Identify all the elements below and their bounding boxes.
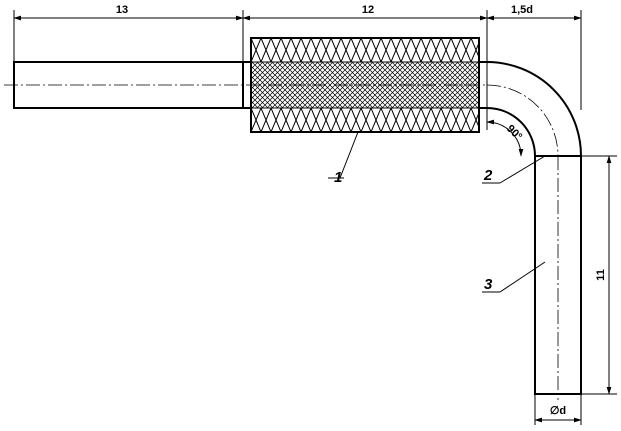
dimension-12: 12 xyxy=(242,4,488,21)
callout-3-label: 3 xyxy=(484,276,493,293)
dimension-13: 13 xyxy=(13,4,244,21)
dimension-11-label: 11 xyxy=(595,269,607,281)
dimension-diameter-label: ∅d xyxy=(550,405,566,417)
callout-1: 1 xyxy=(328,131,359,186)
dimension-13-label: 13 xyxy=(116,4,128,16)
dimension-bend-radius: 1,5d xyxy=(486,4,582,21)
callout-2: 2 xyxy=(482,155,546,184)
angle-label: 90° xyxy=(504,123,524,143)
tube-to-bend xyxy=(479,61,487,109)
dimension-11: 11 xyxy=(581,155,617,395)
angle-marker: 90° xyxy=(486,119,524,157)
dimension-diameter: ∅d xyxy=(534,394,582,425)
dimension-12-label: 12 xyxy=(362,4,374,16)
dimension-bend-radius-label: 1,5d xyxy=(511,4,533,16)
centre-lines xyxy=(4,84,559,400)
callout-1-label: 1 xyxy=(334,169,342,186)
callout-2-label: 2 xyxy=(483,167,493,184)
callout-3: 3 xyxy=(482,261,546,293)
tube-bend xyxy=(486,61,582,157)
